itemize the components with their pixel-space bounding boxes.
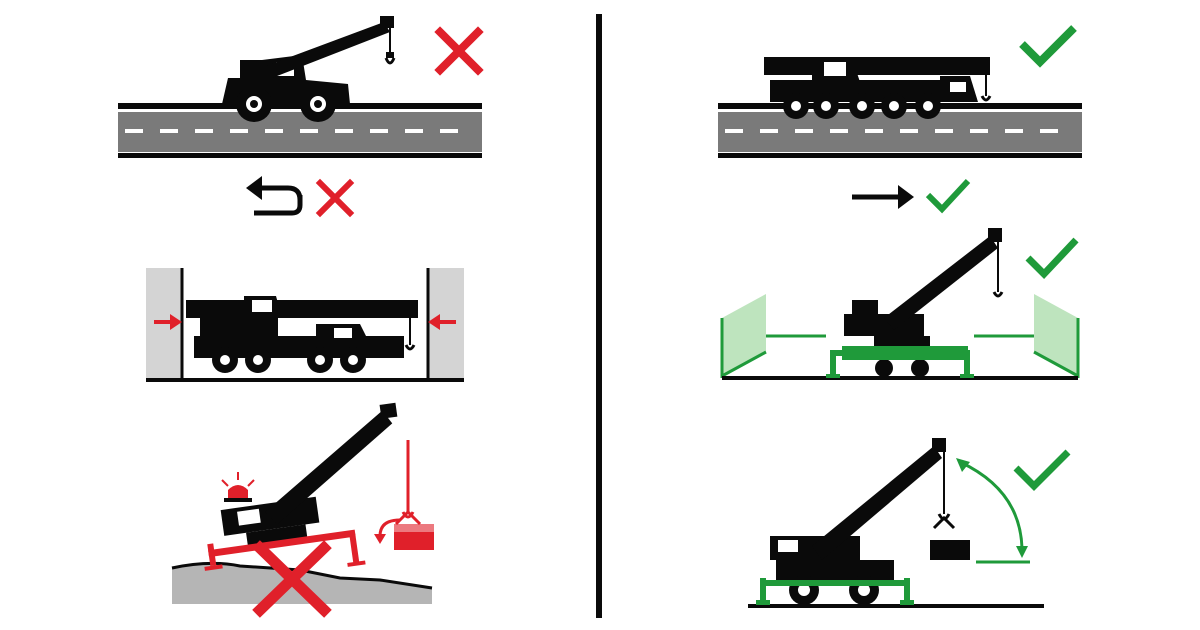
tilted-crane bbox=[204, 402, 398, 571]
panel-right-level-lift bbox=[748, 438, 1071, 608]
road bbox=[718, 103, 1082, 158]
panel-wrong-road bbox=[118, 16, 484, 158]
truck-crane bbox=[186, 296, 418, 373]
panel-right-forward bbox=[852, 178, 971, 214]
clearance-zone-right bbox=[1034, 294, 1078, 376]
cross-icon bbox=[315, 178, 355, 218]
panel-right-clearance bbox=[720, 228, 1080, 380]
outrigger-crane bbox=[826, 228, 1004, 378]
pinch-arrow-right bbox=[428, 314, 456, 330]
road bbox=[118, 103, 482, 158]
clearance-zone-left bbox=[722, 294, 766, 376]
panel-wrong-reversing bbox=[246, 176, 355, 218]
cross-icon bbox=[434, 26, 484, 76]
check-icon bbox=[1025, 237, 1079, 280]
panel-wrong-tipping bbox=[171, 402, 434, 618]
load-block bbox=[930, 540, 970, 560]
all-terrain-crane bbox=[764, 57, 992, 119]
panel-right-road bbox=[718, 25, 1082, 158]
rough-terrain-crane bbox=[222, 16, 396, 122]
check-icon bbox=[925, 178, 971, 214]
panel-wrong-squeezed bbox=[146, 268, 464, 382]
beacon-icon bbox=[221, 472, 255, 502]
swing-arrow-icon bbox=[374, 518, 401, 544]
level-crane bbox=[756, 438, 946, 605]
cross-icon bbox=[252, 540, 332, 618]
level-ground bbox=[748, 604, 1044, 608]
check-icon bbox=[1013, 449, 1071, 491]
u-turn-arrow-icon bbox=[246, 176, 303, 216]
pinch-arrow-left bbox=[154, 314, 182, 330]
load-block bbox=[394, 532, 434, 550]
radius-angle-indicator bbox=[956, 458, 1030, 564]
check-icon bbox=[1019, 25, 1077, 68]
straight-arrow-icon bbox=[852, 185, 914, 209]
